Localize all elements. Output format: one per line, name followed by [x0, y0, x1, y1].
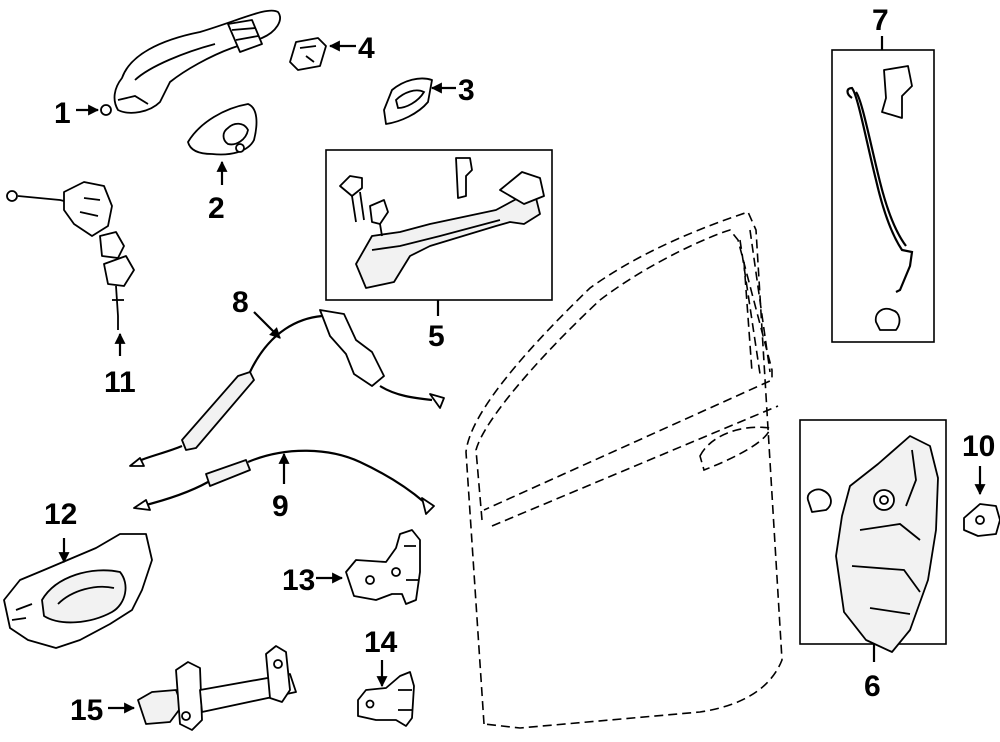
callout-15: 15 — [70, 694, 103, 727]
callout-2: 2 — [208, 192, 225, 225]
callout-8: 8 — [232, 286, 249, 319]
inner-handle-cable — [133, 449, 435, 515]
door-check — [137, 645, 297, 731]
handle-bracket-kit — [339, 157, 545, 289]
leader-8 — [253, 311, 281, 339]
handle-cap — [289, 37, 327, 71]
callout-4: 4 — [358, 32, 375, 65]
lock-rod-kit — [846, 65, 914, 331]
door-lock-actuator — [806, 435, 939, 653]
callout-1: 1 — [54, 97, 71, 130]
handle-base — [187, 103, 258, 156]
inside-door-handle — [3, 533, 153, 649]
door-outline — [465, 211, 783, 729]
callout-7: 7 — [872, 4, 889, 37]
callout-11: 11 — [104, 366, 136, 399]
callout-14: 14 — [364, 626, 398, 659]
upper-door-hinge — [345, 529, 421, 605]
callout-13: 13 — [282, 564, 315, 597]
lower-door-hinge — [357, 671, 415, 727]
door-striker — [963, 503, 1000, 537]
callout-10: 10 — [962, 430, 995, 463]
callout-6: 6 — [864, 670, 881, 703]
callout-3: 3 — [458, 74, 475, 107]
callout-9: 9 — [272, 490, 289, 523]
outer-handle-cable — [129, 309, 445, 467]
outer-door-handle — [100, 9, 281, 116]
callout-12: 12 — [44, 498, 77, 531]
callout-5: 5 — [428, 320, 445, 353]
gasket — [383, 77, 433, 125]
latch-rod-assembly — [6, 181, 135, 330]
